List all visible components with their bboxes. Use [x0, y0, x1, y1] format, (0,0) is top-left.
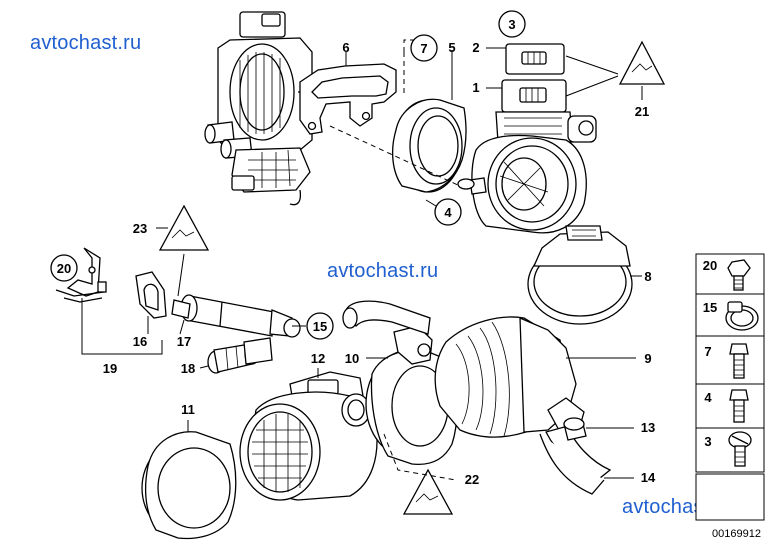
label-12: 12 — [311, 351, 325, 366]
label-10: 10 — [345, 351, 359, 366]
part-23-warning-label — [156, 204, 210, 297]
label-4: 4 — [444, 205, 452, 220]
leader-19 — [81, 298, 163, 355]
bolt-icon — [729, 389, 749, 423]
label-7: 7 — [420, 41, 427, 56]
label-13: 13 — [641, 420, 655, 435]
label-14: 14 — [641, 470, 656, 485]
label-11: 11 — [181, 402, 195, 417]
label-18: 18 — [181, 361, 195, 376]
hex-bolt-icon — [727, 259, 751, 291]
hose-clamp-icon — [725, 301, 759, 331]
label-19: 19 — [103, 361, 117, 376]
part-6-gasket-bracket — [299, 52, 397, 135]
label-8: 8 — [644, 269, 651, 284]
part-10-seal-ring — [365, 349, 458, 466]
callout-circle — [306, 312, 334, 340]
legend-label: 7 — [704, 344, 711, 359]
label-17: 17 — [177, 334, 191, 349]
watermark: avtochast.ru — [30, 32, 142, 54]
diagram-number: 00169912 — [712, 528, 761, 540]
part-11-intake-ring — [141, 420, 237, 540]
part-16-rubber-mount — [135, 271, 167, 334]
callout-circle — [498, 10, 526, 38]
label-9: 9 — [644, 351, 651, 366]
label-6: 6 — [342, 40, 349, 55]
legend-label: 15 — [703, 300, 717, 315]
part-5-ring-seal — [391, 50, 467, 193]
slotted-screw-icon — [728, 431, 752, 467]
label-22: 22 — [465, 472, 479, 487]
label-2: 2 — [472, 40, 479, 55]
intake-housing — [457, 43, 597, 234]
part-18-connector — [199, 337, 273, 374]
label-5: 5 — [448, 40, 455, 55]
fastener-legend: 20 15 7 4 — [695, 253, 765, 521]
label-16: 16 — [133, 334, 147, 349]
breather-hose — [342, 300, 431, 335]
throttle-body — [204, 11, 318, 206]
callout-circle — [50, 254, 78, 282]
label-15: 15 — [313, 319, 327, 334]
part-20-bracket — [55, 247, 107, 303]
label-21: 21 — [635, 104, 649, 119]
part-22-warning-label — [383, 433, 457, 515]
label-23: 23 — [133, 221, 147, 236]
part-14-pipe — [539, 417, 634, 495]
legend-label: 20 — [703, 258, 717, 273]
part-12-air-mass-meter — [239, 368, 378, 501]
label-3: 3 — [508, 17, 515, 32]
legend-label: 3 — [704, 434, 711, 449]
part-17-idle-valve — [171, 294, 301, 338]
part-21-warning-label — [565, 40, 666, 100]
label-20: 20 — [57, 261, 71, 276]
legend-label: 4 — [704, 390, 712, 405]
watermark: avtochast.ru — [327, 260, 439, 282]
callout-labels: 3 2 1 6 7 5 4 21 8 23 20 15 16 17 12 10 … — [50, 10, 656, 487]
bolt-icon — [729, 343, 749, 379]
callout-circle — [410, 34, 438, 62]
callout-circle — [434, 198, 462, 226]
label-1: 1 — [472, 80, 479, 95]
part-8-hose-clamp — [527, 225, 642, 325]
diagram-id-box — [695, 473, 765, 521]
